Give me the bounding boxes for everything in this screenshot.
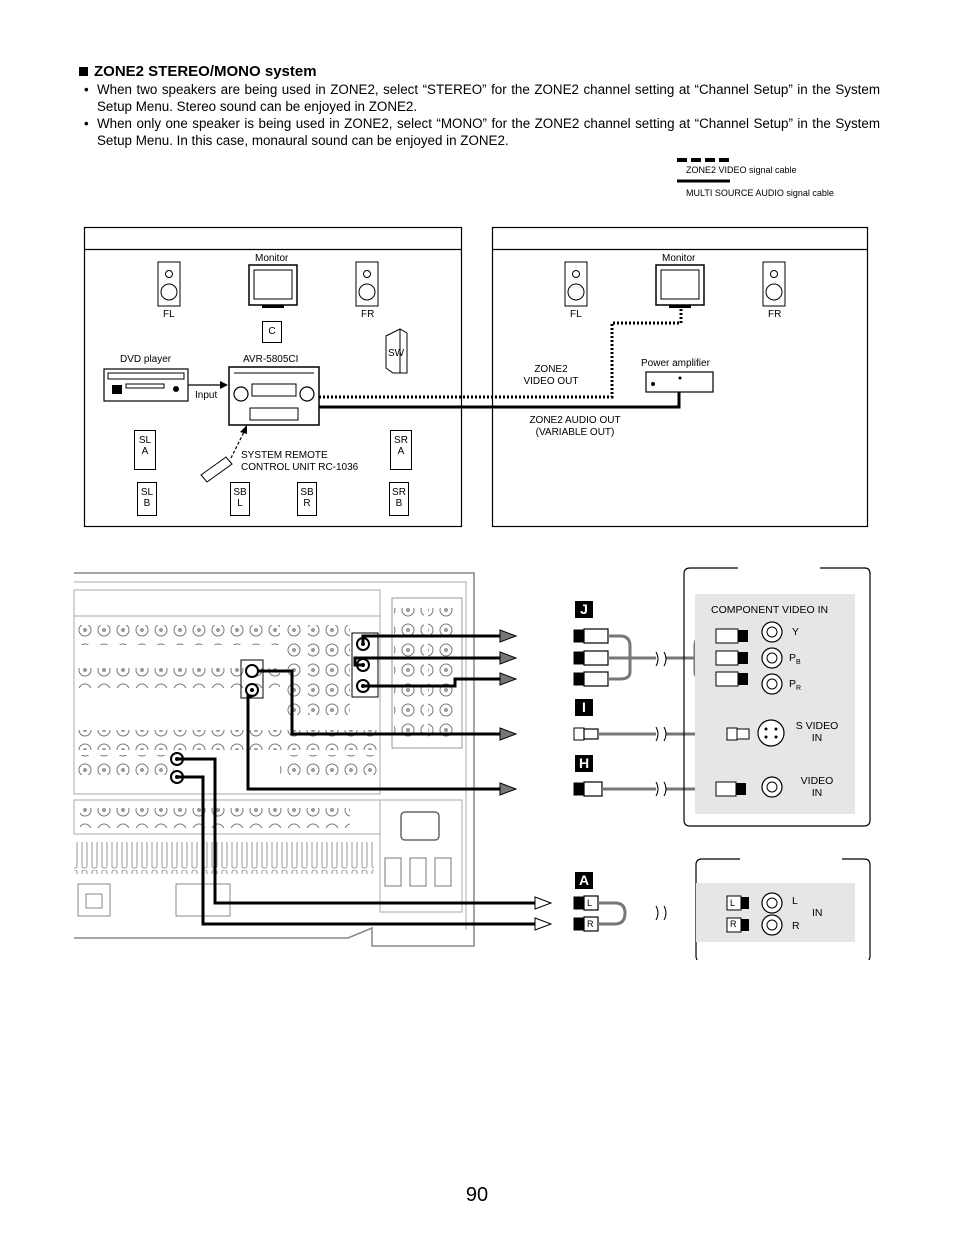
pr-text: P (789, 678, 797, 690)
cables (177, 634, 535, 926)
marker-i: I (582, 699, 586, 715)
pb-sub: B (796, 659, 801, 667)
speaker-fl-left (157, 261, 181, 307)
marker-h: H (578, 755, 590, 771)
sb-r-speaker: SB R (297, 482, 317, 516)
sw-label: SW (388, 348, 405, 359)
sr-b-speaker: SR B (389, 482, 409, 516)
speaker-fr-left (355, 261, 379, 307)
amp-r-label: R (792, 920, 800, 932)
component-video-in-label: COMPONENT VIDEO IN (711, 604, 829, 616)
plug-r-label: R (587, 919, 594, 929)
speaker-fr-right (762, 261, 786, 307)
cable-arrows (499, 629, 553, 931)
tv-panel (683, 566, 871, 827)
monitor-right (655, 264, 705, 308)
zone2-video-out-line2: VIDEO OUT (523, 376, 579, 387)
fr-label-right: FR (768, 309, 782, 320)
legend-lines (677, 158, 730, 183)
legend-audio-label: MULTI SOURCE AUDIO signal cable (686, 188, 834, 198)
amp-in-label: IN (812, 907, 823, 919)
rear-panel-diagram (73, 566, 871, 960)
dvd-player (103, 368, 189, 402)
monitor-label-right: Monitor (662, 253, 696, 264)
pr-label: PR (789, 678, 801, 695)
power-amp-label: Power amplifier (641, 358, 710, 369)
square-bullet-icon (79, 67, 88, 76)
s-video-label-line1: S VIDEO (795, 720, 839, 732)
power-amplifier (645, 371, 714, 393)
plug-l-label: L (587, 898, 593, 908)
y-label: Y (792, 626, 800, 638)
input-label: Input (195, 390, 218, 401)
section-heading: ZONE2 STEREO/MONO system (79, 63, 317, 80)
zone2-video-out-line1: ZONE2 (534, 364, 568, 375)
remote-label-line2: CONTROL UNIT RC-1036 (241, 462, 359, 473)
subwoofer (385, 328, 408, 374)
legend-video-label: ZONE2 VIDEO signal cable (686, 165, 797, 175)
sl-b-speaker: SL B (137, 482, 157, 516)
fr-label-left: FR (361, 309, 375, 320)
video-in-label-line2: IN (811, 787, 823, 799)
monitor-label-left: Monitor (255, 253, 289, 264)
bullet-text: When two speakers are being used in ZONE… (97, 82, 880, 114)
pr-sub: R (796, 685, 802, 693)
marker-j: J (580, 601, 588, 617)
sl-a-speaker: SL A (134, 430, 156, 470)
avr-label: AVR-5805CI (243, 354, 299, 365)
monitor-left (248, 264, 298, 308)
zone2-audio-out-line2: (VARIABLE OUT) (535, 427, 615, 438)
dvd-label: DVD player (120, 354, 172, 365)
bullet-stereo: •When two speakers are being used in ZON… (84, 82, 880, 114)
page-number: 90 (465, 1184, 489, 1206)
pb-text: P (789, 652, 797, 664)
marker-a: A (578, 872, 590, 888)
pb-label: PB (789, 652, 801, 669)
amp-l-label: L (792, 895, 798, 907)
amp-plug-r-label: R (730, 919, 737, 929)
amplifier-panel (695, 857, 871, 960)
remote-control (200, 456, 233, 483)
sr-a-speaker: SR A (390, 430, 412, 470)
video-in-label-line1: VIDEO (800, 775, 834, 787)
cable-break-marks (655, 651, 667, 921)
remote-label-line1: SYSTEM REMOTE (241, 450, 328, 461)
room-diagram-graphics (83, 226, 869, 528)
s-video-label-line2: IN (811, 732, 823, 744)
avr-receiver (228, 366, 320, 426)
section-title: ZONE2 STEREO/MONO system (94, 63, 317, 80)
speaker-fl-right (564, 261, 588, 307)
sb-l-speaker: SB L (230, 482, 250, 516)
center-speaker-label: C (262, 321, 282, 343)
fl-label-right: FL (570, 309, 582, 320)
marker-boxes (575, 601, 593, 889)
zone2-audio-out-line1: ZONE2 AUDIO OUT (529, 415, 621, 426)
bullet-text: When only one speaker is being used in Z… (97, 116, 880, 148)
amp-plug-l-label: L (730, 898, 736, 908)
bullet-mono: •When only one speaker is being used in … (84, 116, 880, 148)
fl-label-left: FL (163, 309, 175, 320)
receiver-rear-panel (73, 572, 475, 947)
